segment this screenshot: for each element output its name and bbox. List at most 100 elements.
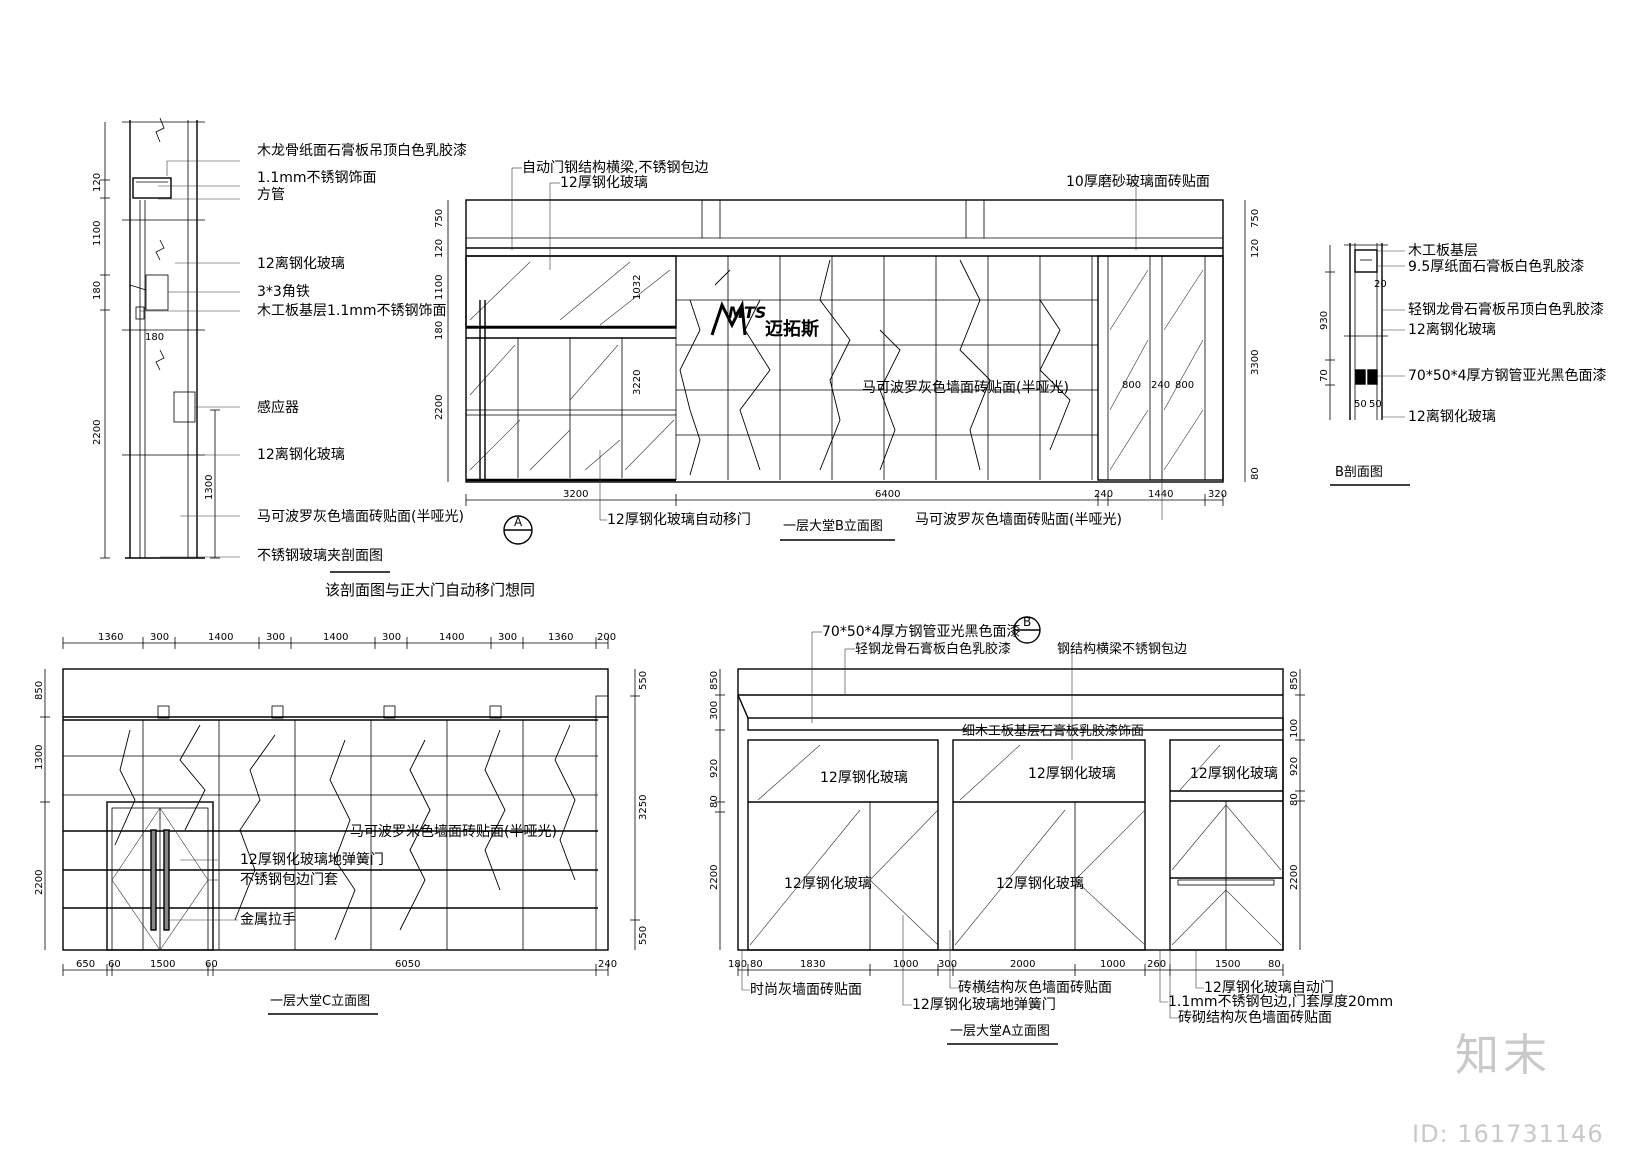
callout-label: 方管 (257, 187, 285, 203)
dim: 120 (434, 239, 445, 258)
dim: 1440 (1148, 489, 1173, 500)
drawing-title: 一层大堂A立面图 (950, 1024, 1050, 1039)
elevation-a: 850 300 920 80 2200 850 100 920 80 2200 … (709, 615, 1393, 1045)
dim: 550 (638, 671, 649, 690)
dim: 180 (434, 321, 445, 340)
callout-label: 12厚钢化玻璃 (560, 174, 648, 191)
callout-label: 马可波罗灰色墙面砖贴面(半哑光) (257, 508, 464, 525)
dim: 80 (1289, 793, 1300, 806)
callout-label: 70*50*4厚方钢管亚光黑色面漆 (1408, 367, 1607, 384)
dim: 120 (92, 173, 103, 192)
callout-label: 12离钢化玻璃 (257, 255, 345, 272)
dim: 850 (1289, 671, 1300, 690)
callout-label: 木工板基层1.1mm不锈钢饰面 (257, 302, 447, 319)
dim: 1360 (98, 632, 123, 643)
dim: 920 (1289, 757, 1300, 776)
dim: 930 (1319, 311, 1330, 330)
callout-label: 钢结构横梁不锈钢包边 (1057, 642, 1187, 657)
watermark-id: ID: 161731146 (1412, 1120, 1604, 1148)
dim: 180 (728, 959, 747, 970)
dim: 80 (709, 795, 720, 808)
dim: 180 (145, 332, 164, 343)
dim: 800 (1175, 380, 1194, 391)
dim: 300 (709, 701, 720, 720)
glass-label: 12厚钢化玻璃 (784, 875, 872, 892)
dim: 1000 (893, 959, 918, 970)
callout-label: 12厚钢化玻璃自动门 (1204, 979, 1334, 996)
callout-label: 轻钢龙骨石膏板吊顶白色乳胶漆 (1408, 301, 1604, 318)
dim: 1100 (92, 221, 103, 246)
beam-label: 细木工板基层石膏板乳胶漆饰面 (962, 723, 1144, 739)
glass-label: 12厚钢化玻璃 (1190, 765, 1278, 782)
dim: 750 (434, 209, 445, 228)
dim: 300 (266, 632, 285, 643)
dim: 1830 (800, 959, 825, 970)
dim: 1400 (323, 632, 348, 643)
dim: 300 (150, 632, 169, 643)
dim: 3200 (563, 489, 588, 500)
dim: 300 (382, 632, 401, 643)
dim: 240 (1094, 489, 1113, 500)
callout-label: 木龙骨纸面石膏板吊顶白色乳胶漆 (257, 142, 467, 159)
dim: 1032 (632, 275, 643, 300)
dim: 800 (1122, 380, 1141, 391)
glass-label: 12厚钢化玻璃 (820, 769, 908, 786)
callout-label: 金属拉手 (240, 912, 296, 928)
dim: 1300 (34, 745, 45, 770)
drawing-title: B剖面图 (1335, 465, 1383, 480)
dim: 6400 (875, 489, 900, 500)
dim: 3300 (1250, 350, 1261, 375)
callout-label: 马可波罗米色墙面砖贴面(半哑光) (350, 823, 557, 840)
callout-label: 9.5厚纸面石膏板白色乳胶漆 (1408, 258, 1584, 275)
dim: 200 (597, 632, 616, 643)
callout-label: 时尚灰墙面砖贴面 (750, 982, 862, 998)
dim: 20 (1374, 279, 1387, 290)
section-left-dims: 120 1100 180 180 2200 1300 (92, 173, 215, 500)
dim: 2200 (709, 865, 720, 890)
callout-label: 12厚钢化玻璃自动移门 (607, 511, 751, 528)
dim: 2200 (1289, 865, 1300, 890)
callout-label: 70*50*4厚方钢管亚光黑色面漆 (822, 623, 1021, 640)
dim: 100 (1289, 719, 1300, 738)
watermark-brand: 知末 (1455, 1030, 1551, 1081)
dim: 80 (1250, 467, 1261, 480)
dim: 60 (205, 959, 218, 970)
brand-logo: MTS 迈拓斯 (710, 299, 819, 340)
callout-label: 12离钢化玻璃 (257, 446, 345, 463)
marker-label: A (514, 515, 523, 529)
dim: 320 (1208, 489, 1227, 500)
callout-label: 3*3角铁 (257, 284, 310, 300)
dim: 1360 (548, 632, 573, 643)
dim: 50 (1354, 399, 1367, 410)
callout-label: 轻钢龙骨石膏板白色乳胶漆 (855, 641, 1011, 657)
dim: 240 (598, 959, 617, 970)
callout-label: 砖横结构灰色墙面砖贴面 (958, 979, 1112, 996)
glass-label: 12厚钢化玻璃 (1028, 765, 1116, 782)
callout-label: 1.1mm不锈钢饰面 (257, 170, 377, 186)
callout-label: 12离钢化玻璃 (1408, 321, 1496, 338)
dim: 1400 (439, 632, 464, 643)
drawing-title: 一层大堂C立面图 (270, 994, 370, 1009)
dim: 50 (1369, 399, 1382, 410)
callout-label: 12离钢化玻璃 (1408, 408, 1496, 425)
logo-mark: MTS (728, 303, 766, 322)
dim: 750 (1250, 209, 1261, 228)
dim: 70 (1319, 369, 1330, 382)
dim: 1100 (434, 275, 445, 300)
callout-label: 砖砌结构灰色墙面砖贴面 (1178, 1009, 1332, 1026)
dim: 1000 (1100, 959, 1125, 970)
dim: 550 (638, 926, 649, 945)
callout-label: 自动门钢结构横梁,不锈钢包边 (522, 160, 708, 176)
dim: 260 (1147, 959, 1166, 970)
callout-label: 不锈钢包边门套 (240, 872, 338, 888)
dim: 80 (1268, 959, 1281, 970)
elevation-b: MTS 迈拓斯 马可波罗灰色墙面砖贴面(半哑光) 750 120 1100 18… (434, 160, 1261, 545)
dim: 180 (92, 281, 103, 300)
dim: 1500 (150, 959, 175, 970)
dim: 2000 (1010, 959, 1035, 970)
dim: 1300 (204, 475, 215, 500)
dim: 6050 (395, 959, 420, 970)
dim: 60 (108, 959, 121, 970)
callout-label: 木工板基层 (1408, 242, 1478, 259)
